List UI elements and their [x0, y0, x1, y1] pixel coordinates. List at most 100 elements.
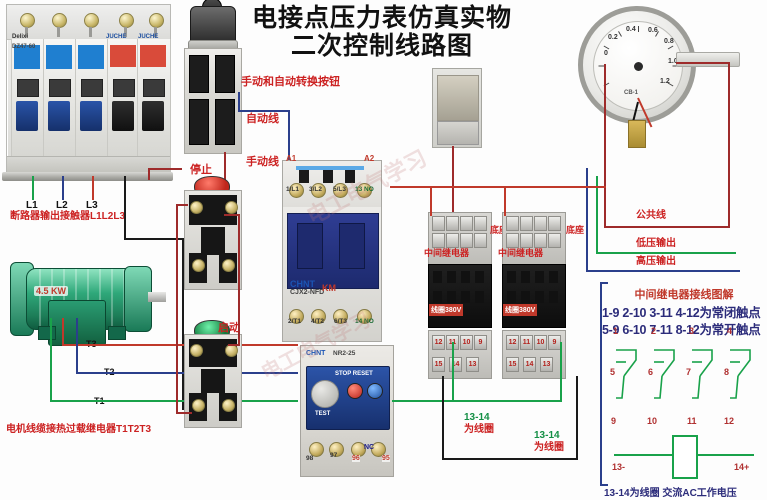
contactor-terminal-5l3: 5/L3 [333, 186, 347, 193]
wire-l1 [32, 176, 34, 200]
wire-control-b [148, 168, 182, 170]
wire-octal-down [452, 146, 454, 212]
breaker-pole [43, 39, 77, 173]
breaker-terminal [124, 27, 127, 37]
wire-bus-red-top [390, 186, 606, 188]
stop-button-label: 停止 [190, 164, 212, 176]
thermal-terminal-nc: NC [364, 444, 375, 451]
breaker-window [17, 79, 39, 97]
relay-1-pin-9: 9 [474, 335, 487, 350]
wire-t3 [62, 318, 64, 346]
relay-2-socket-label: 底座 [566, 225, 585, 235]
gauge-num-08: 0.8 [664, 38, 674, 45]
relay-1-pin-10: 10 [460, 335, 473, 350]
relay-2-coil-label: 线圈380V [503, 304, 538, 316]
contact-num-5: 5 [610, 367, 616, 377]
wire-gauge-low [596, 252, 736, 254]
gauge-num-0: 0 [604, 50, 608, 57]
breaker-lever[interactable] [48, 101, 70, 131]
breaker-screw [119, 13, 134, 28]
breaker-lever[interactable] [142, 101, 164, 131]
thermal-relay-test: TEST [315, 411, 331, 417]
breaker-lever[interactable] [16, 101, 38, 131]
contact-num-10: 10 [647, 416, 658, 426]
octal-relay-cover [437, 75, 479, 121]
high-pressure-label: 高压输出 [636, 256, 676, 267]
contactor-terminal-6t3: 6/T3 [334, 318, 348, 325]
relay-1-socket: 12 11 10 9 15 14 13 [428, 330, 492, 379]
coil-note: 13-14为线圈 交流AC工作电压 [604, 488, 737, 499]
wire-stop-start-3 [176, 412, 192, 414]
breaker-pole [137, 39, 171, 173]
wire-t3b [62, 344, 84, 346]
wire-bus-black-up [442, 376, 444, 460]
contactor-terminal-14no: 14 NO [355, 318, 374, 325]
breaker-model-left: DZ47-60 [12, 44, 36, 50]
coil-note-1-line2: 为线圈 [464, 424, 494, 435]
breaker-lever[interactable] [112, 101, 134, 131]
wire-stop-start-4 [238, 214, 240, 346]
contact-num-11: 11 [687, 416, 697, 426]
wire-relay1-feed [430, 186, 432, 216]
relay-2-socket: 12 11 10 9 15 14 13 [502, 330, 566, 379]
wire-auto-1 [238, 92, 240, 112]
contactor-terminal-2t1: 2/T1 [288, 318, 302, 325]
breaker-window [143, 79, 165, 97]
wire-control-a3 [182, 238, 184, 410]
contact-num-3: 3 [689, 326, 695, 336]
breaker-brand-strip [46, 45, 72, 69]
panel-row-no: 5-9 6-10 7-11 8-12为常开触点 [602, 323, 761, 337]
wire-bus-green-up [560, 342, 562, 402]
coil-terminal-13: 13- [612, 462, 626, 472]
wire-t2 [76, 318, 78, 374]
wire-t2b [76, 372, 102, 374]
thermal-relay-stop-btn[interactable] [347, 383, 363, 399]
relay-2-body [502, 264, 566, 328]
thermal-relay-model: NR2-25 [333, 350, 356, 357]
phase-label-l3: L3 [86, 200, 98, 211]
thermal-terminal-98: 98 [306, 455, 314, 462]
wire-gauge-common [604, 64, 606, 228]
gauge-num-02: 0.2 [608, 34, 618, 41]
selector-head[interactable] [190, 6, 236, 44]
contact-num-7: 7 [686, 367, 692, 377]
wire-stop-start-5 [224, 214, 240, 216]
breaker-window [113, 79, 135, 97]
wire-gauge-common-4 [676, 62, 730, 64]
relay-1-name: 中间继电器 [424, 248, 470, 258]
breaker-lever[interactable] [80, 101, 102, 131]
breaker-pole [11, 39, 45, 173]
panel-row-nc: 1-9 2-10 3-11 4-12为常闭触点 [602, 306, 761, 320]
wire-auto-2 [238, 110, 290, 112]
contact-num-2: 2 [651, 326, 657, 336]
auto-line-label: 自动线 [246, 113, 279, 125]
contactor-terminal-13no: 13 NO [355, 186, 374, 193]
thermal-terminal-95: 95 [382, 455, 390, 462]
thermal-terminal-96: 96 [352, 455, 360, 462]
thermal-relay-stop-reset: STOP RESET [335, 371, 373, 377]
gauge-num-10: 1.0 [668, 58, 678, 65]
relay-2-pin-11: 11 [520, 335, 533, 350]
breaker-window [49, 79, 71, 97]
title-line-1: 电接点压力表仿真实物 [251, 3, 512, 32]
thermal-relay-reset-btn[interactable] [367, 383, 383, 399]
wire-bus-black-up-2 [576, 376, 578, 460]
din-rail [2, 172, 173, 181]
wire-control-a2 [124, 238, 184, 240]
wire-auto-3 [288, 110, 290, 162]
gauge-face: 0 0.2 0.4 0.6 0.8 1.0 1.2 CB-1 [593, 21, 683, 138]
wire-bus-green-up-2 [452, 342, 454, 402]
relay-1-socket-label: 底座 [490, 225, 509, 235]
common-line-label: 公共线 [636, 210, 666, 221]
motor [26, 268, 136, 330]
motor-foot [38, 326, 56, 340]
contactor-terminal-1l1: 1/L1 [286, 186, 300, 193]
coil-terminal-14: 14+ [734, 462, 750, 472]
breaker-pole [107, 39, 141, 173]
motor-power-label: 4.5 KW [34, 286, 69, 296]
panel-frame-left [600, 282, 602, 486]
page-title: 电接点压力表仿真实物 二次控制线路图 [232, 4, 532, 60]
relay-2-pin-13: 13 [540, 357, 553, 372]
thermal-relay-dial[interactable] [311, 380, 339, 408]
